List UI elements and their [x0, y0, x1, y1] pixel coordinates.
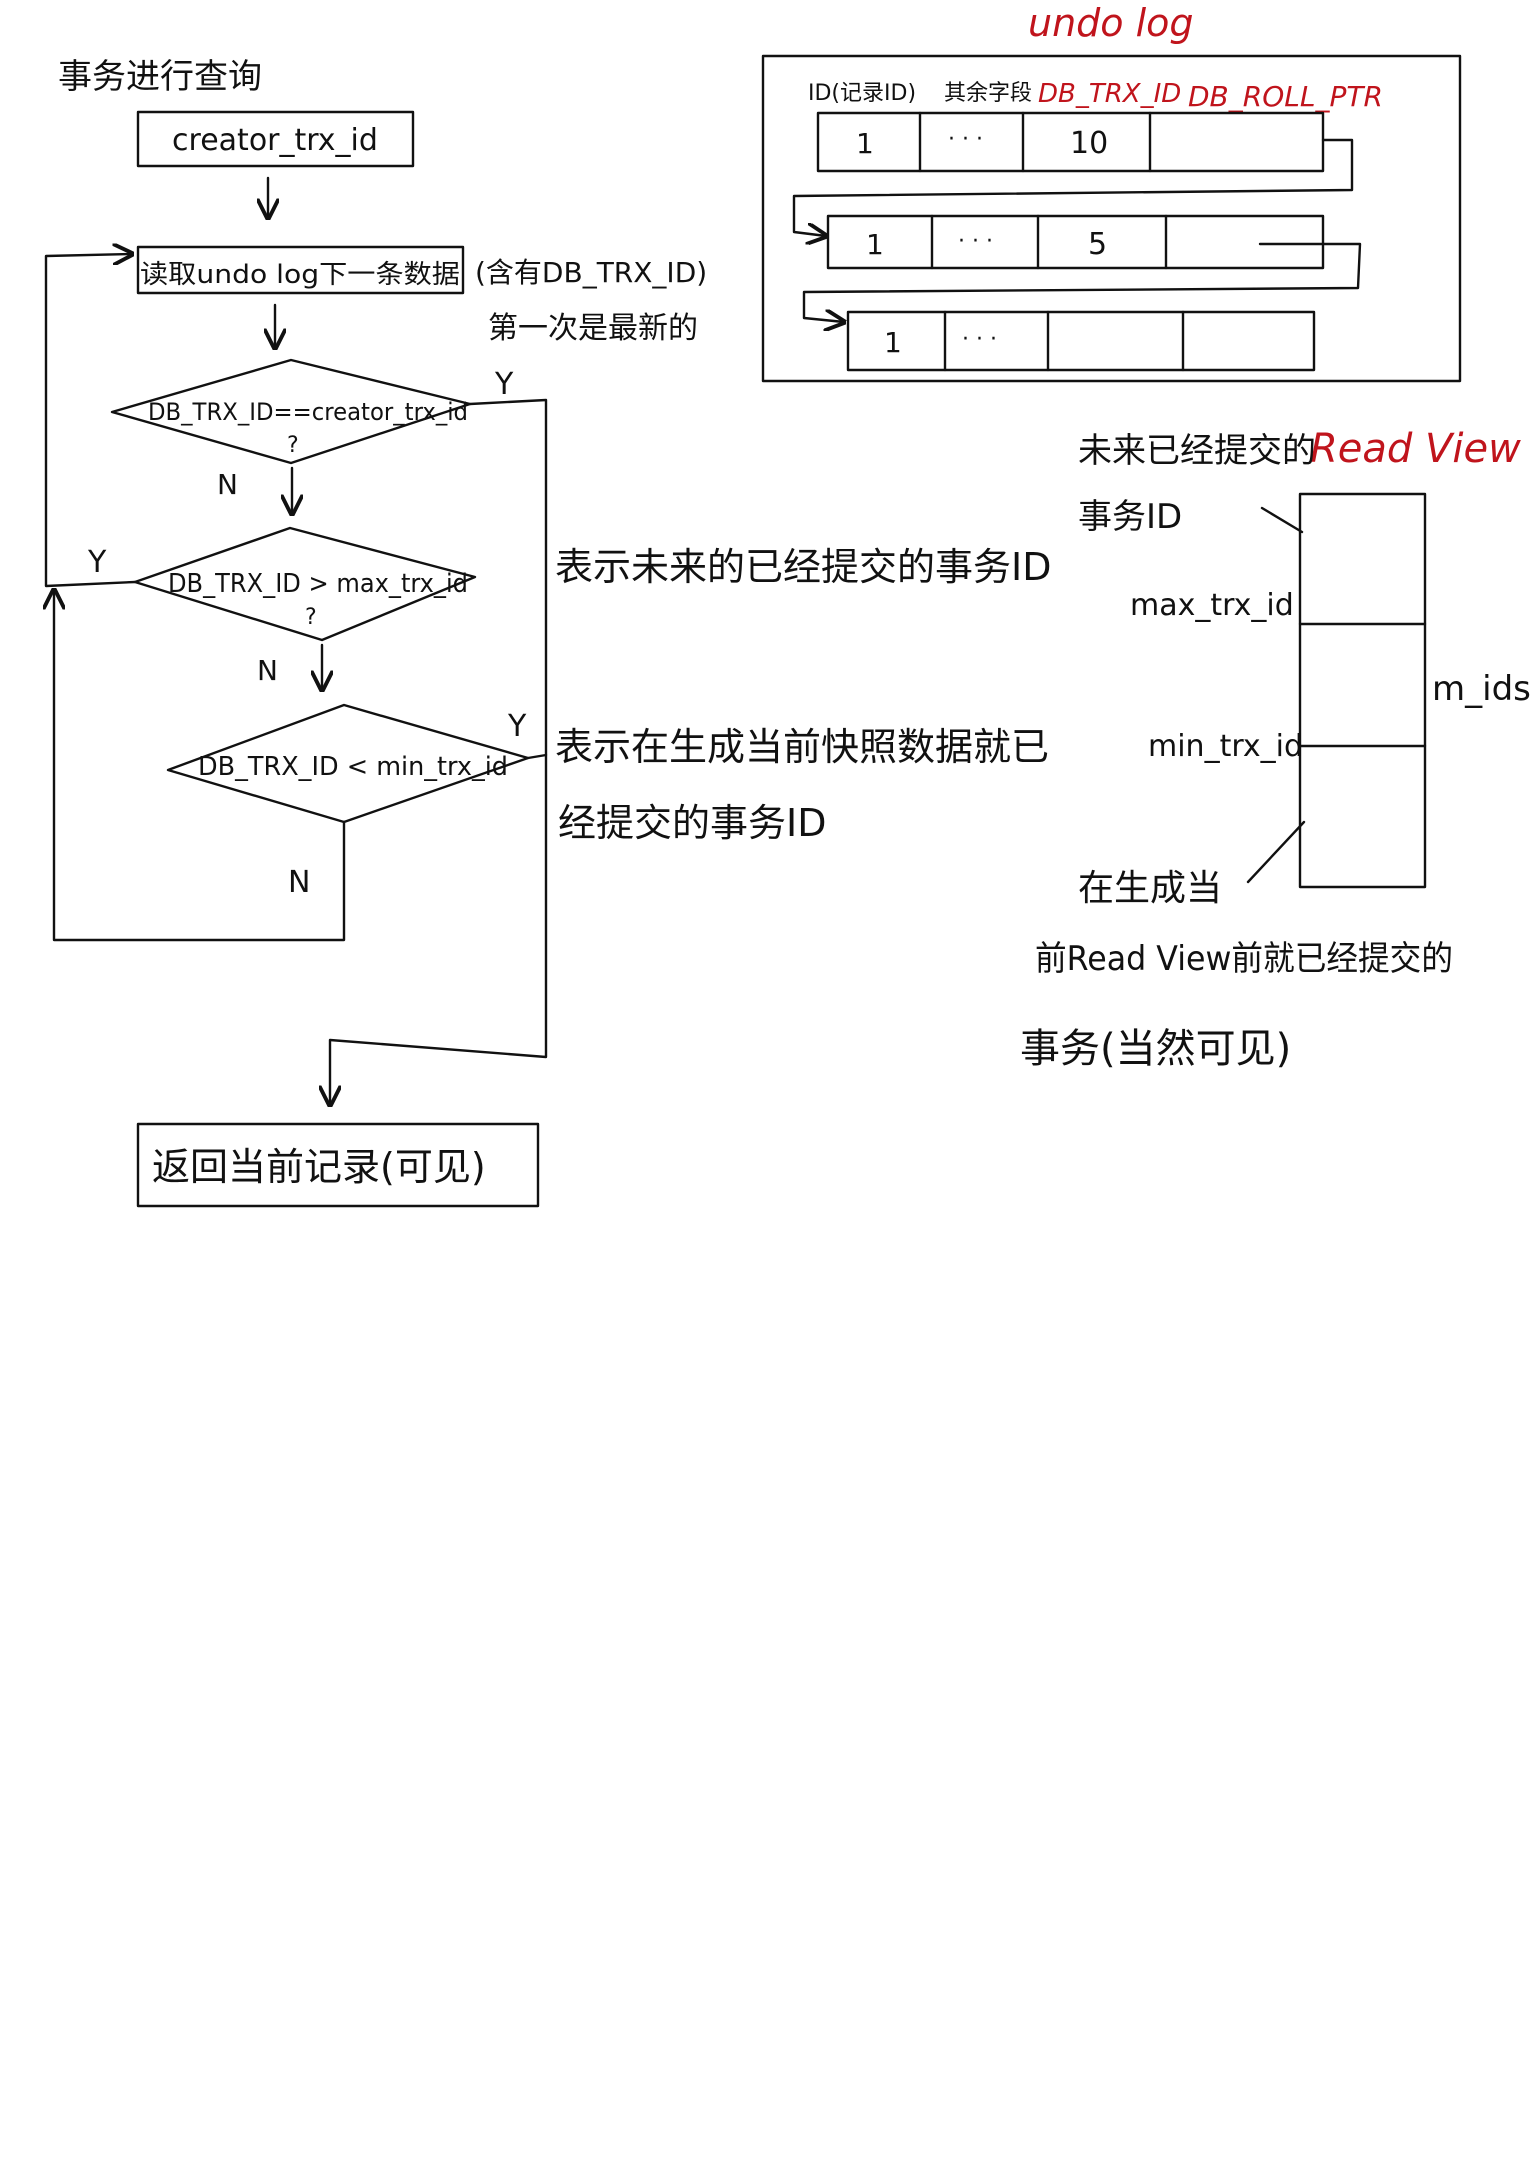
decision-1-no: N: [217, 468, 238, 501]
undo-row-2-id: 1: [866, 228, 884, 261]
end-box: [136, 1122, 540, 1208]
undo-col-roll: DB_ROLL_PTR: [1188, 80, 1383, 113]
decision-3-note-1: 表示在生成当前快照数据就已: [555, 725, 1049, 769]
start-box: [136, 110, 415, 168]
read-view-past-pointer: [1246, 820, 1306, 884]
undo-row-1-other: · · ·: [948, 127, 983, 152]
decision-2-question: ?: [305, 605, 317, 630]
read-view-future-pointer: [1260, 506, 1304, 534]
undo-log-frame: [761, 54, 1462, 383]
undo-row-1-trx: 10: [1070, 126, 1108, 161]
decision-3-yes: Y: [507, 709, 527, 744]
undo-log-title: undo log: [1028, 1, 1194, 45]
undo-col-other: 其余字段: [944, 81, 1032, 106]
undo-row-1: [816, 111, 1325, 173]
start-box-label: creator_trx_id: [172, 123, 378, 158]
decision-2-yes: Y: [87, 545, 107, 580]
read-view-min-label: min_trx_id: [1148, 729, 1303, 764]
undo-row-3: [846, 310, 1316, 372]
read-view-mids-label: m_ids: [1432, 669, 1531, 709]
read-view-past-3: 事务(当然可见): [1020, 1026, 1291, 1072]
yes-path-line: [330, 398, 548, 1105]
undo-col-id: ID(记录ID): [808, 81, 916, 106]
undo-row-2: [826, 214, 1325, 270]
read-view-title: Read View: [1310, 426, 1521, 472]
read-view-future-2: 事务ID: [1078, 497, 1182, 537]
decision-3-label: DB_TRX_ID < min_trx_id: [198, 752, 508, 782]
read-view-past-1: 在生成当: [1078, 868, 1222, 909]
decision-2-no: N: [257, 654, 278, 687]
read-note-2: 第一次是最新的: [488, 311, 698, 346]
undo-row-2-other: · · ·: [958, 229, 993, 254]
undo-log-rows: 1 · · · 10 1 · · · 5 1 · · ·: [816, 111, 1325, 372]
decision-2-label: DB_TRX_ID > max_trx_id: [168, 569, 468, 599]
decision-2: [133, 526, 477, 642]
flow-title: 事务进行查询: [58, 57, 262, 97]
decision-2-note: 表示未来的已经提交的事务ID: [555, 545, 1051, 589]
decision-3-no: N: [288, 865, 310, 900]
decision-1-question: ?: [287, 433, 299, 458]
roll-ptr-arrow-1: [792, 138, 1354, 236]
loop-back-arrow-cond3: [54, 590, 346, 942]
end-box-label: 返回当前记录(可见): [152, 1145, 486, 1189]
undo-col-trx: DB_TRX_ID: [1038, 79, 1181, 109]
read-view-future-1: 未来已经提交的: [1078, 431, 1316, 471]
yes-path-join-3: [526, 753, 548, 760]
read-view-past-2: 前Read View前就已经提交的: [1035, 939, 1453, 979]
read-box: [136, 245, 465, 295]
roll-ptr-arrow-2: [802, 242, 1362, 322]
read-view-bar: [1298, 492, 1427, 889]
read-view-max-label: max_trx_id: [1130, 588, 1294, 623]
read-box-label: 读取undo log下一条数据: [140, 260, 460, 290]
decision-1-yes: Y: [494, 367, 514, 402]
loop-back-arrow-cond2: [44, 254, 137, 588]
undo-row-1-id: 1: [856, 127, 874, 160]
decision-3-note-2: 经提交的事务ID: [558, 801, 826, 845]
undo-row-3-other: · · ·: [962, 327, 997, 352]
read-note-1: (含有DB_TRX_ID): [475, 256, 707, 289]
decision-1-label: DB_TRX_ID==creator_trx_id: [148, 398, 468, 426]
undo-row-3-id: 1: [884, 326, 902, 359]
undo-row-2-trx: 5: [1088, 227, 1107, 262]
